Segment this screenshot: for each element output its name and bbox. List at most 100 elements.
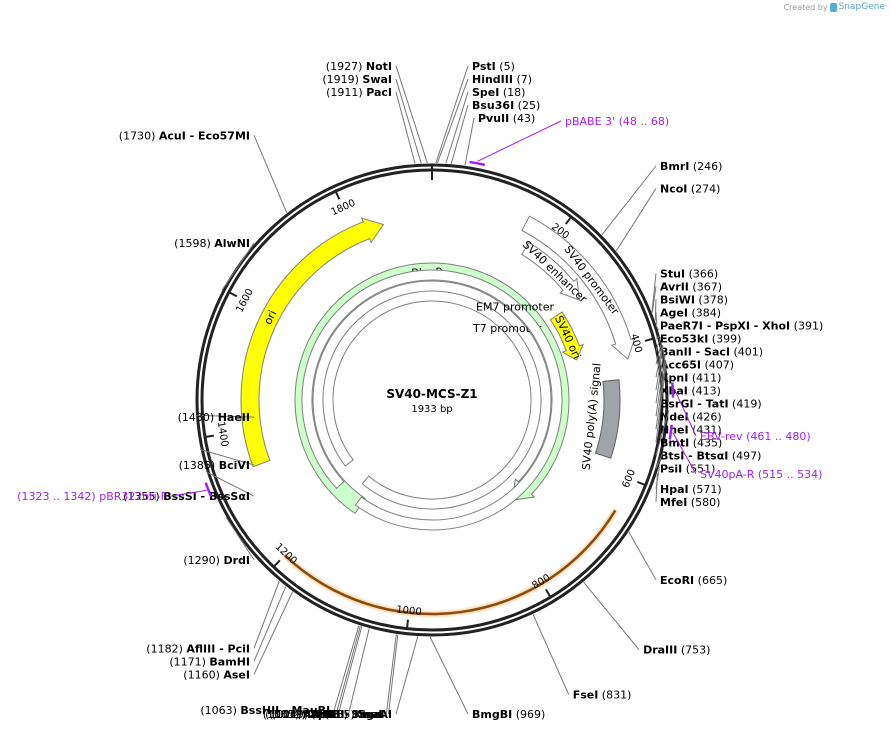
site-kpni[interactable]: KpnI (411) bbox=[655, 344, 721, 384]
site-agei[interactable]: AgeI (384) bbox=[655, 306, 721, 325]
site-label: BtsI - BtsαI (497) bbox=[660, 449, 761, 462]
site-acui-eco57mi[interactable]: (1730) AcuI - Eco57MI bbox=[119, 129, 288, 213]
site-asei[interactable]: (1160) AseI bbox=[183, 591, 294, 682]
primer-sv40pa-r[interactable]: SV40pA-R (515 .. 534) bbox=[668, 424, 823, 481]
site-leader bbox=[429, 636, 469, 715]
site-label: PvuII (43) bbox=[478, 112, 535, 125]
site-leader bbox=[655, 410, 670, 456]
site-label: Bsu36I (25) bbox=[472, 99, 540, 112]
primer-pbabe-3[interactable]: pBABE 3' (48 .. 68) bbox=[469, 115, 669, 167]
site-leader bbox=[436, 78, 469, 164]
primer-leader bbox=[672, 432, 697, 475]
site-leader bbox=[655, 325, 659, 331]
feature-shape bbox=[322, 290, 542, 510]
site-leader bbox=[651, 273, 657, 312]
site-bsshii-maubi[interactable]: (1063) BssHII - MauBI bbox=[200, 625, 360, 717]
site-ncoi[interactable]: NcoI (274) bbox=[615, 182, 720, 252]
feature-ori[interactable]: ori bbox=[240, 217, 385, 468]
snapgene-logo-icon bbox=[829, 2, 837, 12]
site-aatii[interactable]: (1061) AatII bbox=[263, 625, 361, 721]
site-swai[interactable]: (1919) SwaI bbox=[322, 73, 422, 164]
site-label: DraIII (753) bbox=[643, 644, 710, 657]
site-label: SpeI (18) bbox=[472, 86, 525, 99]
site-eco53ki[interactable]: Eco53kI (399) bbox=[655, 332, 741, 345]
site-zrai[interactable]: (1059) ZraI bbox=[269, 626, 363, 721]
site-ecori[interactable]: EcoRI (665) bbox=[628, 531, 727, 587]
site-hindiii[interactable]: HindIII (7) bbox=[436, 73, 532, 164]
site-avrii[interactable]: AvrII (367) bbox=[651, 280, 722, 313]
feature-shape bbox=[521, 215, 636, 361]
site-label: (1049) BsrBI bbox=[272, 708, 345, 721]
site-hpai[interactable]: HpaI (571) bbox=[655, 466, 722, 496]
site-paer7i-pspxi-xhoi[interactable]: PaeR7I - PspXI - XhoI (391) bbox=[655, 319, 823, 332]
site-label: HpaI (571) bbox=[660, 483, 722, 496]
site-label: (1730) AcuI - Eco57MI bbox=[119, 129, 250, 142]
site-noti[interactable]: (1927) NotI bbox=[326, 60, 428, 164]
site-label: (1919) SwaI bbox=[322, 73, 392, 86]
site-leader bbox=[253, 586, 287, 662]
site-label: EcoRI (665) bbox=[660, 574, 727, 587]
site-leader bbox=[395, 78, 422, 164]
site-nhei[interactable]: NheI (431) bbox=[655, 359, 722, 436]
feature-t7-promoter[interactable]: T7 promoter bbox=[322, 290, 542, 510]
feature-shape bbox=[549, 311, 585, 361]
site-bsrbi[interactable]: (1049) BsrBI bbox=[272, 628, 370, 721]
site-bmgbi[interactable]: BmgBI (969) bbox=[429, 636, 545, 721]
site-bsssi-bsss-i[interactable]: (1355) BssSI - BssSαI bbox=[123, 471, 255, 503]
tick-mark bbox=[204, 434, 215, 439]
feature-sv40-poly-a-signal[interactable]: SV40 poly(A) signal bbox=[580, 362, 621, 471]
site-label: XbaI (413) bbox=[660, 384, 721, 397]
site-psii[interactable]: PsiI (551) bbox=[655, 451, 715, 475]
site-leader bbox=[655, 346, 664, 391]
primer-label: pBABE 3' (48 .. 68) bbox=[565, 115, 669, 128]
site-label: PaeR7I - PspXI - XhoI (391) bbox=[660, 319, 823, 332]
site-ndei[interactable]: NdeI (426) bbox=[655, 356, 722, 423]
site-leader bbox=[655, 344, 663, 378]
primer-leader bbox=[170, 489, 207, 497]
site-haeii[interactable]: (1430) HaeII bbox=[178, 411, 255, 424]
site-bmri[interactable]: BmrI (246) bbox=[601, 160, 723, 236]
site-draiii[interactable]: DraIII (753) bbox=[583, 581, 711, 657]
feature-em7-promoter[interactable]: EM7 promoter bbox=[301, 269, 563, 531]
site-leader bbox=[225, 517, 255, 561]
site-banii-saci[interactable]: BanII - SacI (401) bbox=[655, 337, 763, 358]
site-drdi[interactable]: (1290) DrdI bbox=[183, 517, 255, 567]
site-bamhi[interactable]: (1171) BamHI bbox=[169, 586, 287, 669]
snapgene-credit: Created by SnapGene bbox=[784, 2, 885, 12]
site-fsei[interactable]: FseI (831) bbox=[532, 614, 631, 702]
site-label: (1160) AseI bbox=[183, 668, 250, 681]
site-stui[interactable]: StuI (366) bbox=[651, 267, 718, 312]
site-leader bbox=[195, 414, 255, 418]
site-acc65i[interactable]: Acc65I (407) bbox=[655, 341, 734, 371]
site-tspmi-xmai[interactable]: (1011) TspMI - XmaI bbox=[265, 634, 399, 721]
site-label: Acc65I (407) bbox=[660, 358, 734, 371]
site-pvuii[interactable]: PvuII (43) bbox=[464, 112, 535, 166]
site-label: StuI (366) bbox=[660, 267, 718, 280]
site-bmti[interactable]: BmtI (435) bbox=[655, 362, 722, 449]
site-label: (1059) ZraI bbox=[269, 708, 334, 721]
site-bsu36i[interactable]: Bsu36I (25) bbox=[450, 99, 540, 164]
site-bsiwi[interactable]: BsiWI (378) bbox=[654, 293, 728, 321]
plasmid-name: SV40-MCS-Z1 bbox=[386, 387, 477, 401]
primer-pbr322ori-f[interactable]: (1323 .. 1342) pBR322ori-F bbox=[17, 482, 213, 503]
tick-mark bbox=[334, 190, 341, 200]
site-paci[interactable]: (1911) PacI bbox=[326, 86, 416, 164]
feature-label: EM7 promoter bbox=[476, 301, 554, 314]
site-psti[interactable]: PstI (5) bbox=[435, 60, 515, 164]
site-afliii-pcii[interactable]: (1182) AflIII - PciI bbox=[146, 581, 280, 655]
site-smai[interactable]: (1013) SmaI bbox=[311, 634, 397, 721]
site-label: KpnI (411) bbox=[660, 371, 721, 384]
site-alwni[interactable]: (1598) AlwNI bbox=[174, 237, 255, 291]
site-bcivi[interactable]: (1385) BciVI bbox=[179, 449, 255, 472]
site-btsi-bts-i[interactable]: BtsI - BtsαI (497) bbox=[655, 410, 761, 463]
site-spei[interactable]: SpeI (18) bbox=[445, 86, 526, 164]
tick-label: 1400 bbox=[215, 421, 230, 448]
site-mfei[interactable]: MfeI (580) bbox=[655, 473, 720, 509]
primer-ebv-rev[interactable]: EBV-rev (461 .. 480) bbox=[671, 382, 811, 443]
feature-highlight[interactable] bbox=[283, 509, 618, 617]
site-bsrgi-tati[interactable]: BsrGI - TatI (419) bbox=[655, 350, 762, 410]
site-leader bbox=[253, 591, 294, 675]
site-leader bbox=[253, 135, 288, 213]
site-label: (1598) AlwNI bbox=[174, 237, 250, 250]
site-sgrai[interactable]: (985) SgrAI bbox=[325, 636, 419, 721]
